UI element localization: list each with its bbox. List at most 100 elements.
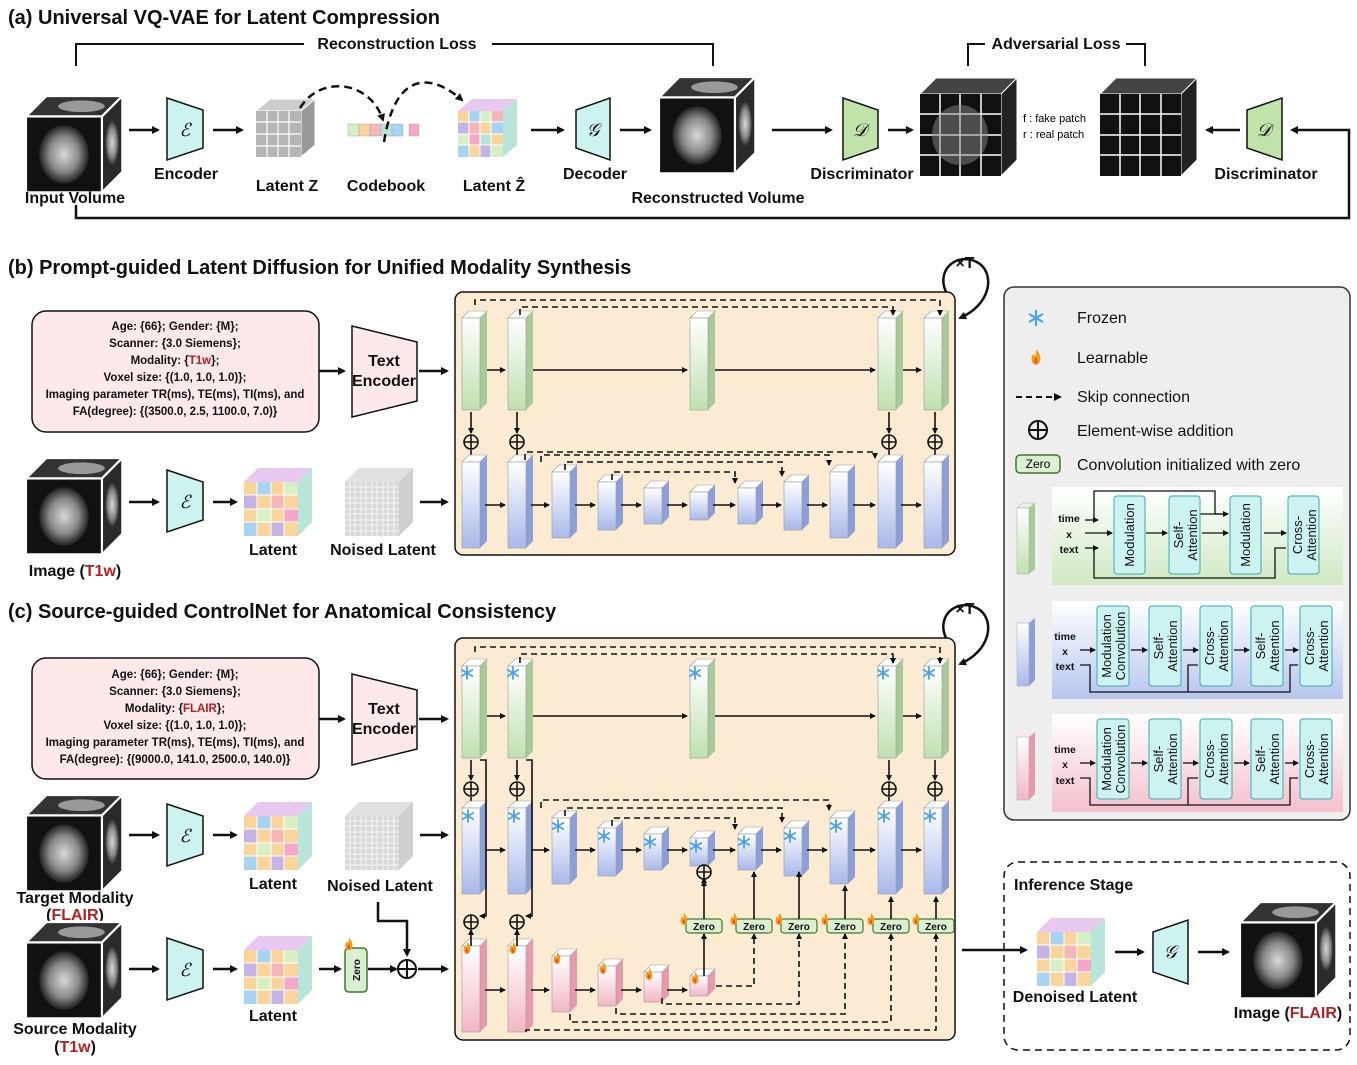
green-cross-attention-b: Attention <box>1304 509 1319 560</box>
discriminator-2-label: Discriminator <box>1214 166 1317 183</box>
green-block-modules <box>1113 495 1320 575</box>
real-patch-legend: r : real patch <box>1023 129 1084 141</box>
inference-panel <box>1003 861 1351 1051</box>
pink-x-label: x <box>1062 759 1068 771</box>
legend-addition: Element-wise addition <box>1077 423 1234 440</box>
svg-text:Zero: Zero <box>788 922 810 933</box>
unet-c-green-block-2 <box>689 658 716 759</box>
blue-self-attention-b: Attention <box>1165 620 1180 671</box>
zero-conv-input-label: Zero <box>352 959 363 981</box>
latent-c-source-grid <box>244 936 312 1004</box>
fake-patch-cube <box>918 76 1019 178</box>
times-t-c: ×T <box>955 601 974 618</box>
svg-text:Zero: Zero <box>834 922 856 933</box>
svg-text:Zero: Zero <box>693 922 715 933</box>
text-encoder-b-label1: Text <box>368 353 400 370</box>
unet-c-pink-block-4 <box>643 964 670 1003</box>
unet-b-add-0 <box>463 434 479 450</box>
unet-c-skip-top-1 <box>519 653 896 664</box>
unet-b-blue-block-0 <box>461 454 488 549</box>
unet-c-add-1 <box>509 781 525 797</box>
unet-c-blue-block-10 <box>923 800 950 895</box>
discriminator-1-trapezoid <box>842 96 879 162</box>
text-encoder-b <box>351 325 418 418</box>
unet-b-skip-mid-0 <box>540 454 832 466</box>
decoder-trapezoid <box>575 96 611 162</box>
source-modality-mod: (T1w) <box>54 1039 96 1056</box>
unet-b-skip-mid-1 <box>564 461 785 477</box>
target-modality-mod: (FLAIR) <box>46 907 104 924</box>
prompt-c-line2: Scanner: {3.0 Siemens}; <box>109 686 241 698</box>
inference-title: Inference Stage <box>1014 877 1133 894</box>
unet-b-green-block-0 <box>461 310 488 411</box>
unet-c-ctrl-add-1 <box>509 914 525 930</box>
blue-cross-attention-2a: Cross- <box>1302 627 1317 665</box>
legend-zero-desc: Convolution initialized with zero <box>1077 457 1300 474</box>
times-t-b: ×T <box>955 255 974 272</box>
unet-b-green-block-1 <box>507 310 534 411</box>
discriminator-2-symbol: 𝒟 <box>1257 120 1275 140</box>
blue-time-label: time <box>1054 631 1076 643</box>
inference-decoder <box>1152 918 1189 986</box>
unet-c-skip-mid-2 <box>611 817 738 830</box>
section-c-input-arrows <box>129 715 449 973</box>
target-modality-icon <box>24 793 124 893</box>
legend-skip: Skip connection <box>1077 389 1190 406</box>
real-patch-cube <box>1098 76 1199 178</box>
unet-b-add-1 <box>509 434 525 450</box>
pink-self-attention-a: Self- <box>1151 746 1166 773</box>
blue-self-attention-a: Self- <box>1151 633 1166 660</box>
section-b-input-arrows <box>129 367 449 506</box>
green-self-attention-a: Self- <box>1171 522 1186 549</box>
zero-conv-input-flame <box>345 937 353 951</box>
blue-cross-attention-2b: Attention <box>1316 620 1331 671</box>
unet-b-blue-block-9 <box>877 454 904 549</box>
blue-cross-attention-b: Attention <box>1216 620 1231 671</box>
prompt-c-line3: Modality: {FLAIR}; <box>125 703 225 715</box>
pink-block-modules <box>1096 718 1333 800</box>
addition-icon <box>1028 420 1048 440</box>
prompt-b-line5: Imaging parameter TR(ms), TE(ms), TI(ms)… <box>46 389 305 401</box>
unet-c-blue-block-4 <box>643 826 670 871</box>
adversarial-loss-label: Adversarial Loss <box>992 36 1121 53</box>
reconstruction-loss-label: Reconstruction Loss <box>317 36 476 53</box>
prompt-c-line5: Imaging parameter TR(ms), TE(ms), TI(ms)… <box>46 737 305 749</box>
pink-self-attention-2b: Attention <box>1267 733 1282 784</box>
unet-c-blue-block-5 <box>689 830 716 867</box>
blue-x-label: x <box>1062 646 1068 658</box>
zero-conv-input <box>344 947 368 993</box>
section-a-title: (a) Universal VQ-VAE for Latent Compress… <box>8 7 440 29</box>
text-encoder-c <box>351 673 418 766</box>
adversarial-loss-bracket <box>967 43 1146 66</box>
green-block-arrows <box>1085 490 1287 579</box>
text-encoder-c-label1: Text <box>368 701 400 718</box>
pink-text-label: text <box>1056 775 1075 787</box>
unet-c-add-0 <box>463 781 479 797</box>
loop-c-arrow <box>942 603 990 666</box>
pink-block-arrows <box>1080 760 1299 806</box>
discriminator-1-symbol: 𝒟 <box>853 120 871 140</box>
latent-b-grid <box>244 468 312 536</box>
fake-patch-legend: f : fake patch <box>1023 113 1086 125</box>
discriminator-1-label: Discriminator <box>810 166 913 183</box>
unet-b-green-block-3 <box>877 310 904 411</box>
blue-self-attention-2b: Attention <box>1267 620 1282 671</box>
encoder-label: Encoder <box>154 166 218 183</box>
encoder-c-source <box>166 936 204 1002</box>
latent-c-target-label: Latent <box>249 876 298 893</box>
prompt-b-line3: Modality: {T1w}; <box>131 355 220 367</box>
latent-c-source-label: Latent <box>249 1008 298 1025</box>
unet-c-pink-zero-5 <box>525 933 939 1032</box>
green-modulation-2: Modulation <box>1238 503 1253 567</box>
unet-b-blue-block-10 <box>923 454 950 549</box>
noised-latent-b-grid <box>345 468 413 536</box>
blue-cross-attention-a: Cross- <box>1202 627 1217 665</box>
input-volume-label: Input Volume <box>25 190 125 207</box>
unet-c-skip-mid-1 <box>564 807 785 823</box>
unet-c-pink-block-3 <box>597 958 624 1007</box>
output-flair-icon <box>1238 900 1338 1000</box>
noised-latent-c-grid <box>345 802 413 870</box>
noised-latent-c-label: Noised Latent <box>327 878 433 895</box>
image-t1w-icon <box>24 456 124 556</box>
codebook-lookup-arrow <box>298 85 385 122</box>
